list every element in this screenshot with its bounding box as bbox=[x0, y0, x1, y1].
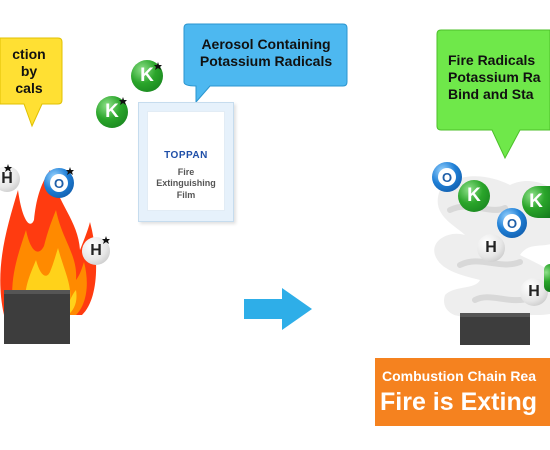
result-line-1: Combustion Chain Rea bbox=[382, 368, 537, 384]
burner-top bbox=[4, 290, 70, 294]
aerosol-callout-line: Potassium Radicals bbox=[199, 52, 333, 69]
hydrogen-radical-icon: H bbox=[0, 166, 20, 192]
arrow-icon bbox=[244, 288, 312, 330]
film-label-line: Fire bbox=[177, 167, 195, 177]
left-callout-text: ction by cals bbox=[0, 46, 58, 96]
right-callout-line: Potassium Ra bbox=[448, 68, 541, 85]
aerosol-callout-line: Aerosol Containing bbox=[201, 36, 331, 52]
star-icon bbox=[4, 164, 12, 172]
left-callout-line: by bbox=[20, 62, 38, 79]
star-icon bbox=[66, 167, 74, 175]
right-callout-bubble bbox=[436, 29, 550, 160]
aerosol-callout-bubble bbox=[183, 23, 348, 104]
film-inner: TOPPAN Fire Extinguishing Film bbox=[147, 111, 225, 211]
oxygen-radical-icon: O bbox=[432, 162, 462, 192]
burner-base bbox=[4, 290, 70, 344]
aerosol-callout-text: Aerosol Containing Potassium Radicals bbox=[186, 36, 346, 70]
fire-illustration bbox=[0, 170, 97, 344]
potassium-radical-icon bbox=[544, 264, 550, 292]
left-callout-bubble bbox=[0, 37, 63, 128]
right-callout-text: Fire Radicals Potassium Ra Bind and Sta bbox=[440, 52, 550, 102]
left-callout-line: cals bbox=[15, 79, 43, 96]
result-line-2: Fire is Exting bbox=[380, 388, 537, 416]
hydrogen-radical-icon: H bbox=[520, 278, 548, 306]
right-callout-line: Fire Radicals bbox=[448, 52, 536, 68]
star-icon bbox=[154, 62, 162, 70]
left-callout-line: ction bbox=[12, 46, 46, 62]
star-icon bbox=[102, 236, 110, 244]
potassium-radical-icon: K bbox=[522, 186, 550, 218]
result-box bbox=[375, 358, 550, 426]
film-brand: TOPPAN bbox=[164, 150, 208, 161]
star-icon bbox=[119, 97, 127, 105]
film-label: Fire Extinguishing Film bbox=[148, 167, 224, 201]
hydrogen-radical-icon: H bbox=[477, 234, 505, 262]
film-label-line: Film bbox=[176, 189, 196, 200]
film-sheet: TOPPAN Fire Extinguishing Film bbox=[138, 102, 234, 222]
potassium-radical-icon: K bbox=[458, 180, 490, 212]
film-label-line: Extinguishing bbox=[156, 178, 216, 189]
burner-top bbox=[460, 313, 530, 317]
oxygen-radical-icon: O bbox=[497, 208, 527, 238]
burner-base bbox=[460, 313, 530, 345]
right-callout-line: Bind and Sta bbox=[448, 85, 534, 102]
